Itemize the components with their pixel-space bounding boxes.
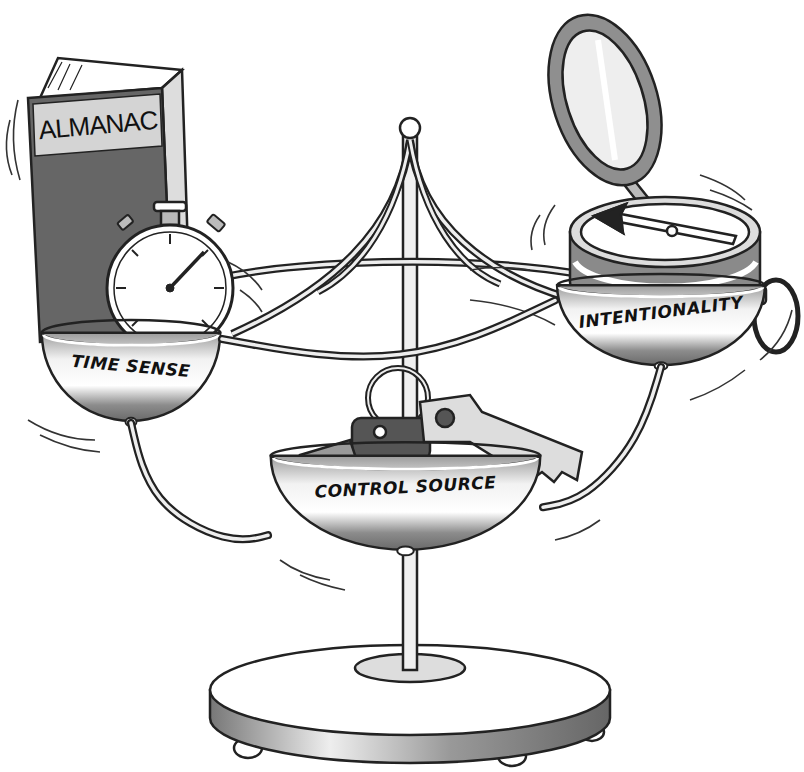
- balance-bowl: INTENTIONALITY: [555, 272, 767, 367]
- wire-connector: [222, 301, 555, 357]
- balance-arms: [232, 140, 568, 334]
- motion-lines: [6, 100, 792, 590]
- wire-connector: [131, 423, 268, 539]
- balance-bowl: TIME SENSE: [40, 318, 222, 423]
- center-pole: [400, 118, 420, 670]
- balance-bowl: CONTROL SOURCE: [268, 440, 543, 552]
- wire-connector: [543, 367, 661, 507]
